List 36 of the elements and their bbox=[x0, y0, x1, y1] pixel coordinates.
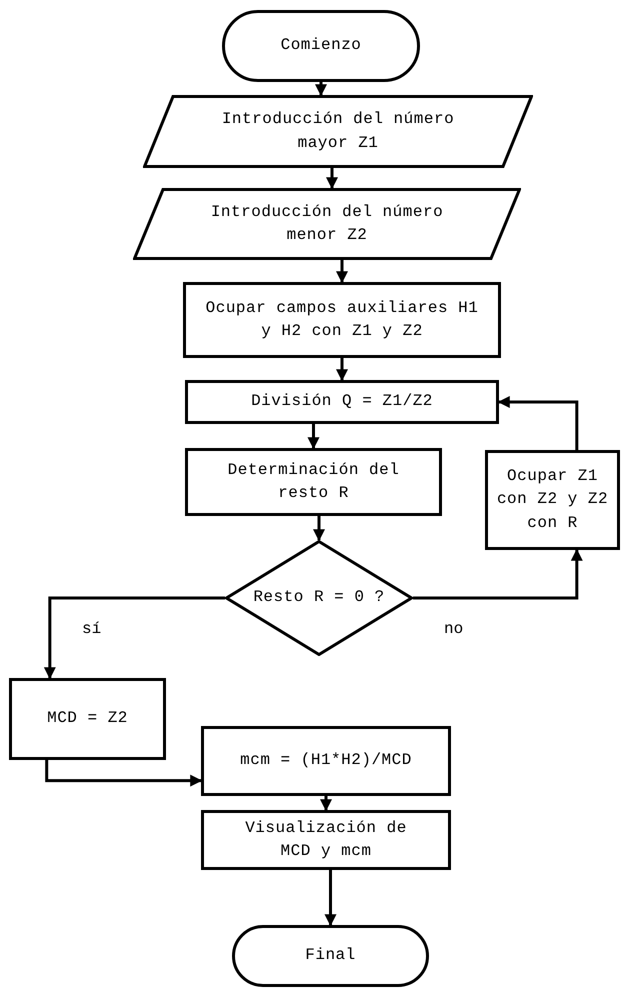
node-label: Ocupar Z1 con Z2 y Z2 con R bbox=[496, 466, 610, 534]
node-label: Comienzo bbox=[280, 35, 362, 56]
arrow bbox=[44, 596, 225, 680]
node-label: mcm = (H1*H2)/MCD bbox=[240, 750, 412, 772]
process-box bbox=[9, 678, 166, 760]
arrow bbox=[308, 424, 320, 450]
node-label: MCD = Z2 bbox=[47, 708, 128, 730]
output-box bbox=[201, 810, 451, 870]
edge-label: sí bbox=[82, 620, 102, 640]
arrow bbox=[324, 870, 336, 926]
input-parallelogram bbox=[143, 95, 533, 168]
arrow bbox=[320, 796, 332, 812]
arrow bbox=[413, 548, 583, 600]
arrow bbox=[45, 760, 202, 787]
arrow bbox=[498, 396, 578, 450]
node-label: Determinación del resto R bbox=[226, 460, 400, 504]
process-box bbox=[485, 450, 620, 550]
arrow bbox=[336, 260, 348, 284]
decision-diamond bbox=[225, 540, 413, 656]
node-label: Final bbox=[305, 945, 356, 966]
process-box bbox=[185, 380, 499, 424]
node-label: Visualización de MCD y mcm bbox=[244, 818, 408, 862]
arrow bbox=[313, 516, 325, 542]
edge-label: no bbox=[444, 620, 464, 640]
arrow bbox=[326, 168, 338, 190]
arrow bbox=[315, 82, 327, 96]
node-label: Introducción del número menor Z2 bbox=[210, 202, 444, 246]
node-label: Ocupar campos auxiliares H1 y H2 con Z1 y Z2 bbox=[204, 298, 480, 342]
node-label: Introducción del número mayor Z1 bbox=[220, 109, 456, 154]
process-box bbox=[185, 448, 442, 516]
process-box bbox=[201, 726, 451, 796]
node-label: División Q = Z1/Z2 bbox=[251, 391, 433, 412]
arrow bbox=[336, 358, 348, 382]
node-label: Resto R = 0 ? bbox=[253, 587, 385, 608]
process-box bbox=[183, 282, 501, 358]
input-parallelogram bbox=[133, 188, 521, 260]
